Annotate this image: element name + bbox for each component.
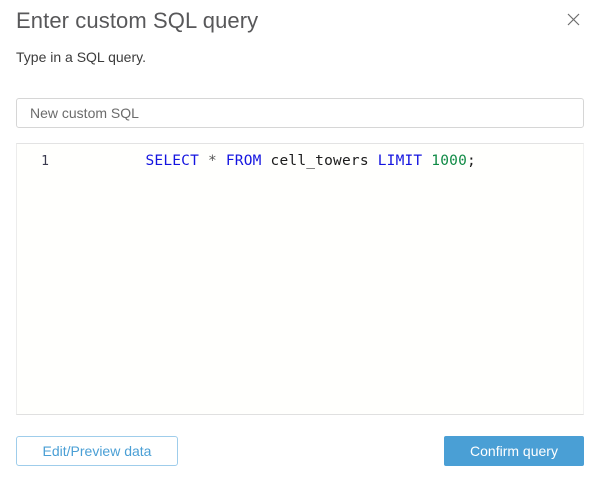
- sql-token-keyword: FROM: [225, 153, 262, 169]
- close-icon[interactable]: [562, 8, 584, 30]
- sql-token-space: [262, 153, 271, 169]
- sql-token-space: [369, 153, 378, 169]
- sql-token-keyword: SELECT: [145, 153, 200, 169]
- page-title: Enter custom SQL query: [16, 8, 259, 33]
- sql-token-star: *: [207, 153, 217, 169]
- edit-preview-data-button[interactable]: Edit/Preview data: [16, 436, 178, 466]
- dialog-subtitle: Type in a SQL query.: [16, 49, 146, 65]
- sql-token-number: 1000: [431, 153, 468, 169]
- sql-token-keyword: LIMIT: [377, 153, 423, 169]
- sql-token-space: [217, 153, 226, 169]
- query-name-input[interactable]: [16, 98, 584, 128]
- sql-code: SELECT * FROM cell_towers LIMIT 1000;: [74, 144, 476, 185]
- sql-token-table-name: cell_towers: [270, 153, 369, 169]
- sql-token-semicolon: ;: [467, 153, 476, 169]
- sql-token-space: [199, 153, 208, 169]
- code-line: 1 SELECT * FROM cell_towers LIMIT 1000;: [17, 150, 583, 172]
- sql-editor[interactable]: 1 SELECT * FROM cell_towers LIMIT 1000;: [16, 143, 584, 415]
- line-number: 1: [41, 153, 49, 169]
- dialog-header: Enter custom SQL query: [0, 0, 600, 44]
- confirm-query-button[interactable]: Confirm query: [444, 436, 584, 466]
- sql-token-space: [422, 153, 431, 169]
